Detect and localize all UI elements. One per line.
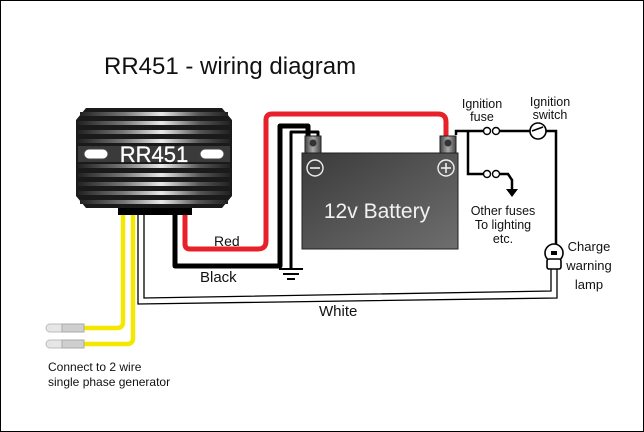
other-fuses-label-2: To lighting	[475, 218, 531, 232]
generator-note-line-1: Connect to 2 wire	[48, 360, 142, 374]
white-wire-label: White	[319, 303, 357, 320]
negative-symbol-icon	[306, 159, 324, 177]
generator-connector-1	[45, 323, 85, 333]
generator-connector-2	[45, 339, 85, 349]
ignition-switch-label-2: switch	[533, 108, 568, 122]
ignition-fuse-label-1: Ignition	[462, 97, 502, 111]
white-wire	[137, 212, 558, 305]
red-wire	[182, 111, 449, 252]
ignition-circuit	[454, 129, 558, 246]
regulator-rr451: RR451	[76, 108, 232, 215]
ignition-switch-icon	[529, 122, 547, 140]
arrow-down-icon	[506, 189, 518, 197]
charge-lamp-label-3: lamp	[575, 277, 603, 292]
diagram-title: RR451 - wiring diagram	[104, 53, 356, 80]
ignition-fuse-label-2: fuse	[470, 110, 494, 124]
ignition-switch-label-1: Ignition	[530, 95, 570, 109]
charge-lamp-label-2: warning	[565, 258, 612, 273]
ground-symbol	[279, 268, 303, 280]
regulator-label: RR451	[120, 142, 188, 167]
positive-symbol-icon	[437, 159, 455, 177]
other-fuse-icon	[482, 169, 501, 179]
charge-lamp-label-1: Charge	[568, 239, 611, 254]
ignition-fuse-icon	[482, 126, 501, 136]
red-wire-label: Red	[214, 233, 240, 249]
black-wire	[172, 123, 311, 269]
charge-warning-lamp-icon	[544, 243, 564, 270]
heatsink-fins	[78, 112, 230, 204]
generator-note-line-2: single phase generator	[48, 375, 170, 389]
other-fuses-label-3: etc.	[493, 232, 513, 246]
mounting-slot-right	[199, 148, 225, 160]
battery: 12v Battery	[301, 135, 459, 250]
battery-label: 12v Battery	[324, 200, 431, 223]
other-fuses-label-1: Other fuses	[471, 204, 536, 218]
yellow-wires	[82, 214, 136, 347]
mounting-slot-left	[83, 148, 109, 160]
regulator-wire-base	[118, 208, 192, 215]
black-wire-label: Black	[200, 269, 237, 286]
